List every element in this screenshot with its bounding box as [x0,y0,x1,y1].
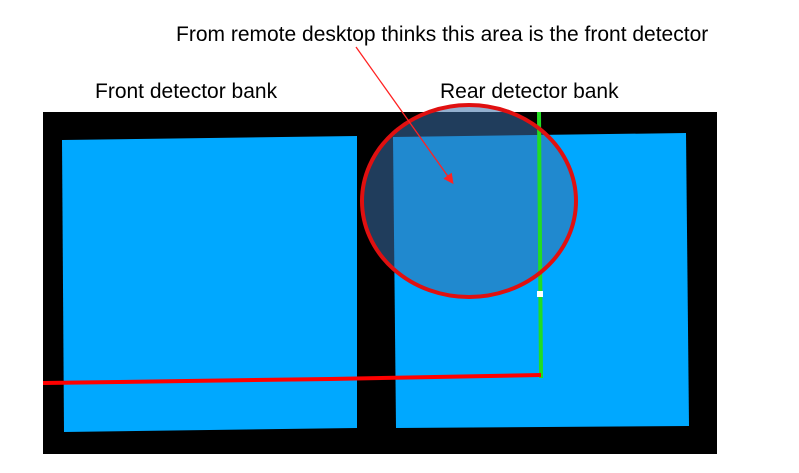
highlight-circle[interactable] [360,103,578,299]
rear-detector-bank[interactable] [393,133,689,428]
rear-bank-label: Rear detector bank [440,80,619,103]
front-detector-bank[interactable] [62,136,357,432]
annotation-callout-text: From remote desktop thinks this area is … [176,23,709,46]
front-bank-label: Front detector bank [95,80,278,103]
